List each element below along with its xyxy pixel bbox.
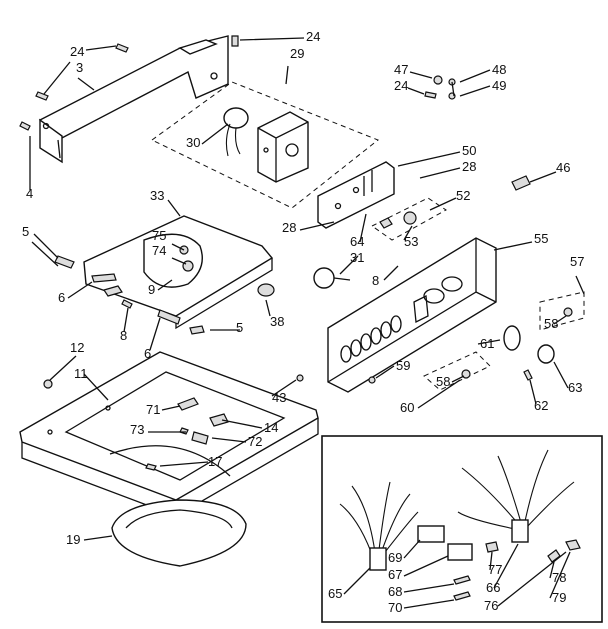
callout-62: 62	[534, 398, 548, 413]
callout-6: 6	[144, 346, 151, 361]
console-panel-part	[327, 237, 497, 393]
console-bracket-part	[317, 161, 395, 229]
callout-5: 5	[22, 224, 29, 239]
callout-58: 58	[544, 316, 558, 331]
callout-61: 61	[480, 336, 494, 351]
callout-60: 60	[400, 400, 414, 415]
callout-8: 8	[120, 328, 127, 343]
timer-knob-switch-part	[223, 107, 249, 157]
callout-11: 11	[74, 366, 88, 381]
callout-78: 78	[552, 570, 566, 585]
callout-28: 28	[462, 159, 476, 174]
callout-69: 69	[388, 550, 402, 565]
callout-57: 57	[570, 254, 584, 269]
callout-73: 73	[130, 422, 144, 437]
wire-harness-part	[339, 481, 419, 571]
leader-lines	[29, 37, 585, 609]
callout-66: 66	[486, 580, 500, 595]
lid-switch-parts	[145, 397, 229, 471]
hinge-parts	[54, 255, 205, 335]
callout-46: 46	[556, 160, 570, 175]
callout-59: 59	[396, 358, 410, 373]
callout-30: 30	[186, 135, 200, 150]
callout-49: 49	[492, 78, 506, 93]
callout-43: 43	[272, 390, 286, 405]
callout-75: 75	[152, 228, 166, 243]
timer-motor-part	[257, 111, 309, 183]
callout-64: 64	[350, 234, 364, 249]
callout-74: 74	[152, 243, 166, 258]
callout-29: 29	[290, 46, 304, 61]
callout-58: 58	[436, 374, 450, 389]
callout-52: 52	[456, 188, 470, 203]
panel-button-row	[340, 315, 402, 363]
control-knob-part	[296, 307, 573, 384]
tub-ring-part	[111, 499, 247, 567]
callout-68: 68	[388, 584, 402, 599]
knob-clip-part	[511, 175, 531, 191]
callout-50: 50	[462, 143, 476, 158]
callout-19: 19	[66, 532, 80, 547]
callout-70: 70	[388, 600, 402, 615]
callout-4: 4	[26, 186, 33, 201]
callout-5: 5	[236, 320, 243, 335]
callout-71: 71	[146, 402, 160, 417]
callout-31: 31	[350, 250, 364, 265]
timer-part	[313, 267, 351, 289]
callout-77: 77	[488, 562, 502, 577]
callout-47: 47	[394, 62, 408, 77]
callout-72: 72	[248, 434, 262, 449]
small-hardware-part	[424, 75, 456, 100]
callout-38: 38	[270, 314, 284, 329]
callout-24: 24	[70, 44, 84, 59]
switch-part	[379, 211, 417, 229]
control-cover-part	[83, 215, 274, 330]
rear-bracket-part	[38, 35, 229, 164]
callout-9: 9	[148, 282, 155, 297]
callout-67: 67	[388, 567, 402, 582]
callout-33: 33	[150, 188, 164, 203]
callout-53: 53	[404, 234, 418, 249]
callout-3: 3	[76, 60, 83, 75]
callout-63: 63	[568, 380, 582, 395]
callout-76: 76	[484, 598, 498, 613]
callout-14: 14	[264, 420, 278, 435]
wiring-harness-inset	[321, 435, 603, 623]
callout-24: 24	[394, 78, 408, 93]
callout-28: 28	[282, 220, 296, 235]
callout-12: 12	[70, 340, 84, 355]
callout-8: 8	[372, 273, 379, 288]
callout-6: 6	[58, 290, 65, 305]
screw-part	[19, 35, 239, 131]
callout-65: 65	[328, 586, 342, 601]
callout-48: 48	[492, 62, 506, 77]
foot-part	[257, 283, 275, 297]
wire-harness-part	[457, 449, 575, 543]
callout-24: 24	[306, 29, 320, 44]
connector-part	[417, 525, 581, 601]
callout-79: 79	[552, 590, 566, 605]
callout-17: 17	[208, 454, 222, 469]
callout-55: 55	[534, 231, 548, 246]
